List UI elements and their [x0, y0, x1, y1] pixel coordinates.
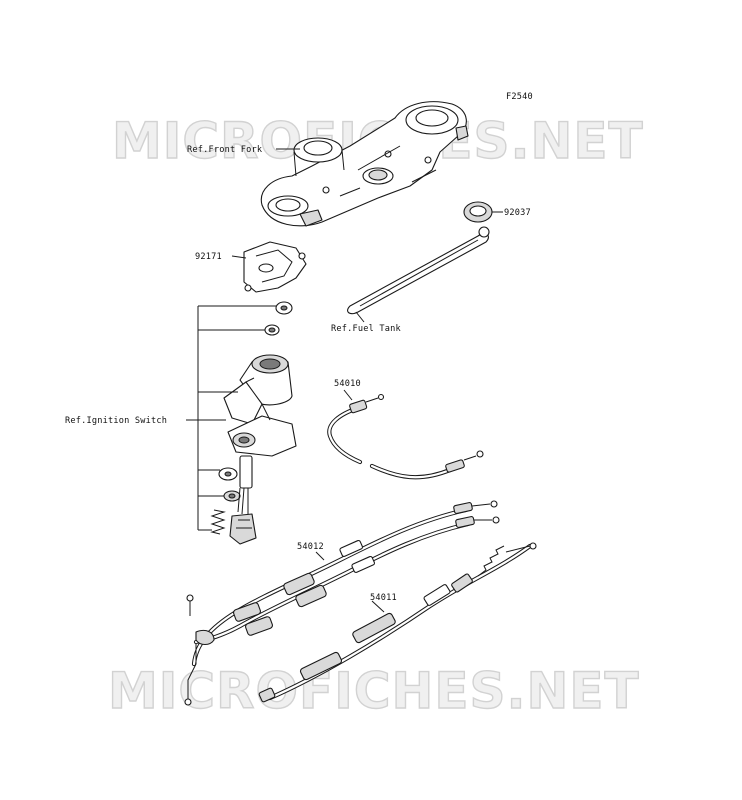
label-92171: 92171: [195, 252, 222, 262]
figure-code: F2540: [506, 92, 533, 102]
part-92171-bracket: [243, 241, 307, 293]
label-ref-front-fork: Ref.Front Fork: [187, 145, 263, 155]
watermark-bottom: MICROFICHES.NET: [108, 662, 640, 720]
part-54011-clutch-cable: [258, 542, 537, 703]
part-54010-cable: [327, 393, 484, 480]
leader-92171: [231, 255, 247, 259]
leader-54011: [371, 600, 385, 613]
leader-fuel-tank: [355, 311, 365, 323]
label-ref-fuel-tank: Ref.Fuel Tank: [331, 324, 401, 334]
label-92037: 92037: [504, 208, 531, 218]
fuel-tank-strap: [347, 226, 490, 315]
leader-54010: [343, 389, 353, 401]
label-54012: 54012: [297, 542, 324, 552]
part-54012-throttle-cables: [184, 500, 500, 706]
ignition-switch-assembly: [210, 301, 297, 545]
leader-ignition-switch: [186, 305, 276, 531]
leader-54012: [315, 551, 325, 561]
part-92037-ring: [463, 201, 493, 223]
upper-triple-clamp: [260, 101, 469, 227]
label-ref-ignition-switch: Ref.Ignition Switch: [65, 416, 167, 426]
label-54010: 54010: [334, 379, 361, 389]
label-54011: 54011: [370, 593, 397, 603]
